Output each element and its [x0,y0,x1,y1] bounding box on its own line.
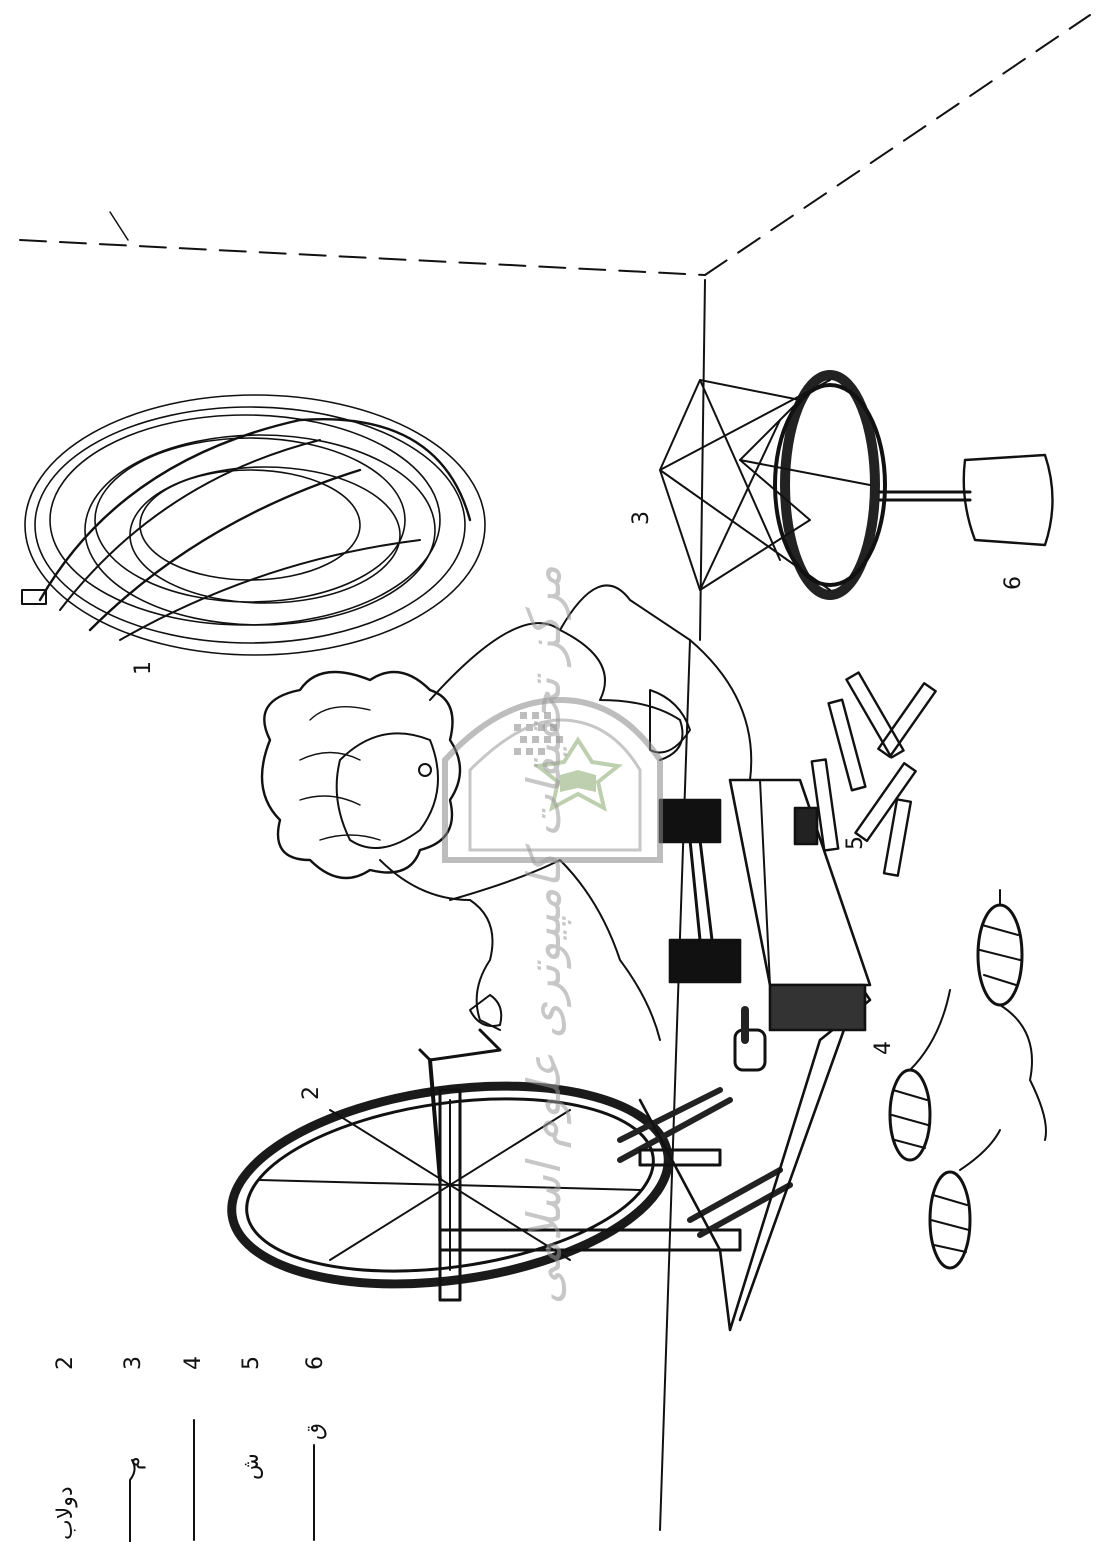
callout-2: 2 [299,1086,324,1100]
swift-winder-illustration [660,375,1053,595]
legend-text: ق [303,1423,328,1440]
cocoon-bundles-illustration [890,890,1046,1268]
callout-3: 3 [629,511,654,525]
room-corner-lines [20,15,1090,275]
watermark-text: مرکز تحقیقات کامپیوتری علوم اسلامی [517,566,572,1305]
callout-5: 5 [843,836,868,850]
legend-number: 5 [239,1356,264,1370]
callout-4: 4 [871,1041,896,1055]
callout-1: 1 [131,661,156,675]
legend-number: 2 [53,1356,78,1370]
legend-item-6: 6 ق [303,1356,328,1540]
legend-number: 4 [181,1356,206,1370]
legend-text: ش [239,1453,264,1480]
legend-item-2: 2 دولاب [53,1356,78,1540]
spindle-frame-illustration [660,780,870,1030]
legend-number: 3 [121,1356,146,1370]
legend-item-4: 4 [181,1356,206,1540]
legend-item-3: 3 م [121,1356,146,1542]
legend-text: دولاب [53,1486,78,1540]
legend: 2 دولاب 3 م 4 5 ش 6 ق [53,1356,328,1542]
floor-line [660,640,690,1530]
legend-number: 6 [303,1356,328,1370]
legend-item-5: 5 ش [239,1356,264,1480]
loose-rods-illustration [812,673,936,876]
callout-6: 6 [1001,576,1026,590]
yarn-skein-illustration [22,395,485,655]
